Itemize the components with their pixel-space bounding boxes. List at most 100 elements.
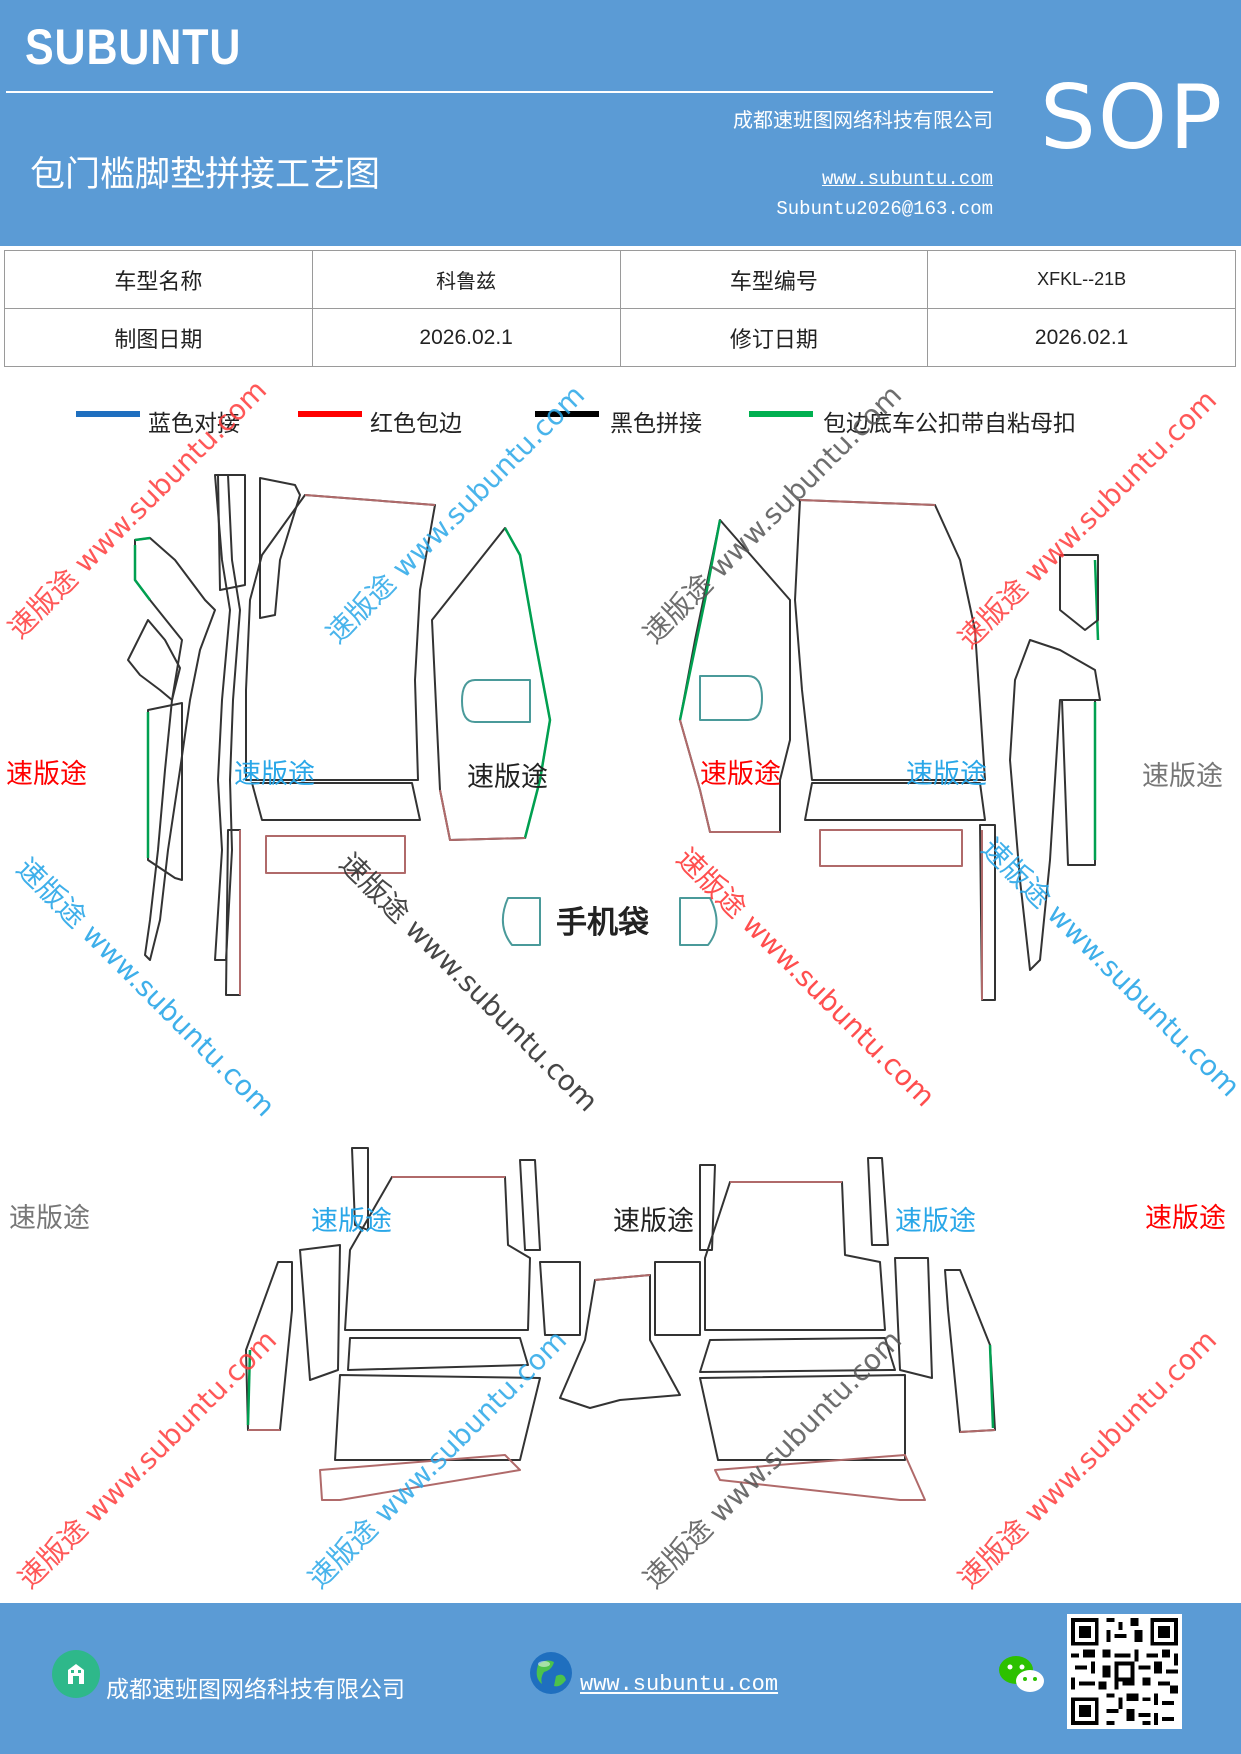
- watermark-diagonal: 速版途 www.subuntu.com: [637, 378, 909, 650]
- red-edge: [959, 1429, 996, 1433]
- mat-piece-right-pillar: [1059, 554, 1099, 631]
- label-model-code: 车型编号: [619, 250, 929, 309]
- legend-swatch-black: [535, 411, 599, 417]
- mat-piece-rear-right-sill: [714, 1454, 926, 1501]
- mat-piece-front-right-heel: [804, 782, 986, 821]
- green-edge: [1093, 559, 1100, 641]
- mat-piece-rear-right-strip-a: [699, 1164, 716, 1251]
- mat-piece-rear-left-front: [347, 1337, 529, 1371]
- company-name: 成都速班图网络科技有限公司: [733, 108, 993, 132]
- phone-bag-label: 手机袋: [556, 905, 649, 941]
- label-model-name: 车型名称: [4, 250, 313, 309]
- brand-logo: SUBUNTU: [25, 19, 242, 75]
- qr-code: [1067, 1614, 1182, 1729]
- watermark-brand: 速版途: [6, 759, 87, 790]
- red-edge: [679, 719, 780, 833]
- mat-piece-right-side-long: [1009, 639, 1101, 971]
- mat-piece-front-left-main: [245, 494, 436, 781]
- globe-icon: [528, 1650, 574, 1696]
- watermark-brand: 速版途: [895, 1206, 976, 1237]
- phone-bag-piece-left: [501, 897, 541, 946]
- watermark-diagonal: 速版途 www.subuntu.com: [2, 373, 274, 645]
- mat-piece-front-left-heel: [251, 782, 421, 821]
- header-banner: SUBUNTU 成都速班图网络科技有限公司 包门槛脚垫拼接工艺图 www.sub…: [0, 0, 1241, 246]
- email-address: Subuntu2026@163.com: [776, 198, 993, 220]
- mat-piece-left-small-c: [259, 477, 301, 619]
- page-title: 包门槛脚垫拼接工艺图: [30, 155, 381, 195]
- watermark-brand: 速版途: [906, 759, 987, 790]
- watermark-diagonal: 速版途 www.subuntu.com: [952, 383, 1224, 655]
- watermark-diagonal: 速版途 www.subuntu.com: [320, 378, 592, 650]
- mat-piece-rear-right-strip-b: [867, 1157, 889, 1246]
- green-edge: [246, 1349, 252, 1426]
- legend-label: 红色包边: [370, 411, 462, 437]
- red-edge: [304, 494, 436, 506]
- value-drawing-date: 2026.02.1: [311, 308, 621, 367]
- mat-piece-front-left-step: [265, 835, 406, 874]
- legend-swatch-blue: [76, 411, 140, 417]
- mat-piece-front-right-step: [819, 829, 963, 867]
- mat-piece-rear-left-side: [299, 1244, 341, 1381]
- mat-piece-rear-right-side: [894, 1257, 933, 1379]
- color-legend: 蓝色对接 红色包边 黑色拼接 包边底车公扣带自粘母扣: [0, 404, 1241, 444]
- watermark-brand: 速版途: [700, 759, 781, 790]
- watermark-brand: 速版途: [467, 762, 548, 793]
- watermark-brand: 速版途: [613, 1206, 694, 1237]
- header-divider: [6, 91, 993, 93]
- vehicle-info-table: 车型名称 科鲁兹 车型编号 XFKL--21B 制图日期 2026.02.1 修…: [4, 250, 1236, 367]
- green-edge: [133, 536, 151, 601]
- green-edge: [503, 527, 552, 839]
- phone-bag-piece-right: [679, 897, 718, 946]
- mat-piece-left-small-a: [127, 619, 181, 701]
- footer-banner: 成都速班图网络科技有限公司 www.subuntu.com: [0, 1603, 1241, 1754]
- mat-piece-left-door: [431, 527, 551, 841]
- legend-label: 黑色拼接: [610, 411, 702, 437]
- value-revision-date: 2026.02.1: [927, 308, 1236, 367]
- mat-piece-rear-left-sill: [319, 1454, 521, 1501]
- table-row: 制图日期 2026.02.1 修订日期 2026.02.1: [4, 308, 1236, 367]
- mat-piece-front-right-main: [794, 499, 986, 781]
- footer-company: 成都速班图网络科技有限公司: [106, 1677, 405, 1703]
- watermark-diagonal: 速版途 www.subuntu.com: [333, 847, 605, 1119]
- watermark-brand: 速版途: [9, 1203, 90, 1234]
- watermark-brand: 速版途: [1142, 761, 1223, 792]
- mat-piece-rear-right-lower: [699, 1374, 906, 1461]
- mat-piece-rear-left-main: [344, 1176, 531, 1331]
- mat-piece-rear-left-strip-b: [519, 1159, 541, 1251]
- watermark-diagonal: 速版途 www.subuntu.com: [12, 1323, 284, 1595]
- watermark-brand: 速版途: [234, 759, 315, 790]
- value-model-name: 科鲁兹: [311, 250, 621, 309]
- label-revision-date: 修订日期: [619, 308, 929, 367]
- red-edge: [799, 499, 936, 506]
- legend-swatch-green: [749, 411, 813, 417]
- mat-piece-left-small-b: [217, 474, 246, 591]
- footer-website-link[interactable]: www.subuntu.com: [580, 1672, 779, 1697]
- mat-piece-rear-right-front: [699, 1337, 896, 1373]
- mat-piece-right-narrow: [1061, 699, 1096, 866]
- legend-swatch-red: [298, 411, 362, 417]
- red-edge: [439, 789, 526, 841]
- wechat-icon: [998, 1653, 1046, 1697]
- mat-piece-rear-left-lower: [334, 1374, 541, 1461]
- oval-cutout-right: [699, 675, 763, 721]
- mat-piece-left-side-long: [134, 537, 216, 961]
- mat-piece-rear-right-main: [704, 1181, 886, 1331]
- red-edge: [594, 1274, 651, 1281]
- watermark-diagonal: 速版途 www.subuntu.com: [670, 842, 942, 1114]
- table-row: 车型名称 科鲁兹 车型编号 XFKL--21B: [4, 250, 1236, 309]
- label-drawing-date: 制图日期: [4, 308, 313, 367]
- legend-label: 包边底车公扣带自粘母扣: [823, 411, 1076, 437]
- mat-piece-rear-center-left: [539, 1261, 581, 1336]
- green-edge: [678, 519, 722, 721]
- value-model-code: XFKL--21B: [927, 250, 1236, 309]
- watermark-brand: 速版途: [311, 1206, 392, 1237]
- website-link[interactable]: www.subuntu.com: [821, 168, 993, 190]
- sop-badge: SOP: [1040, 66, 1225, 169]
- mat-piece-rear-center-right: [654, 1261, 701, 1336]
- watermark-diagonal: 速版途 www.subuntu.com: [975, 832, 1241, 1104]
- green-edge: [988, 1344, 995, 1429]
- mat-piece-rear-right-edge: [944, 1269, 996, 1433]
- legend-label: 蓝色对接: [148, 411, 240, 437]
- mat-piece-rear-center: [559, 1274, 681, 1409]
